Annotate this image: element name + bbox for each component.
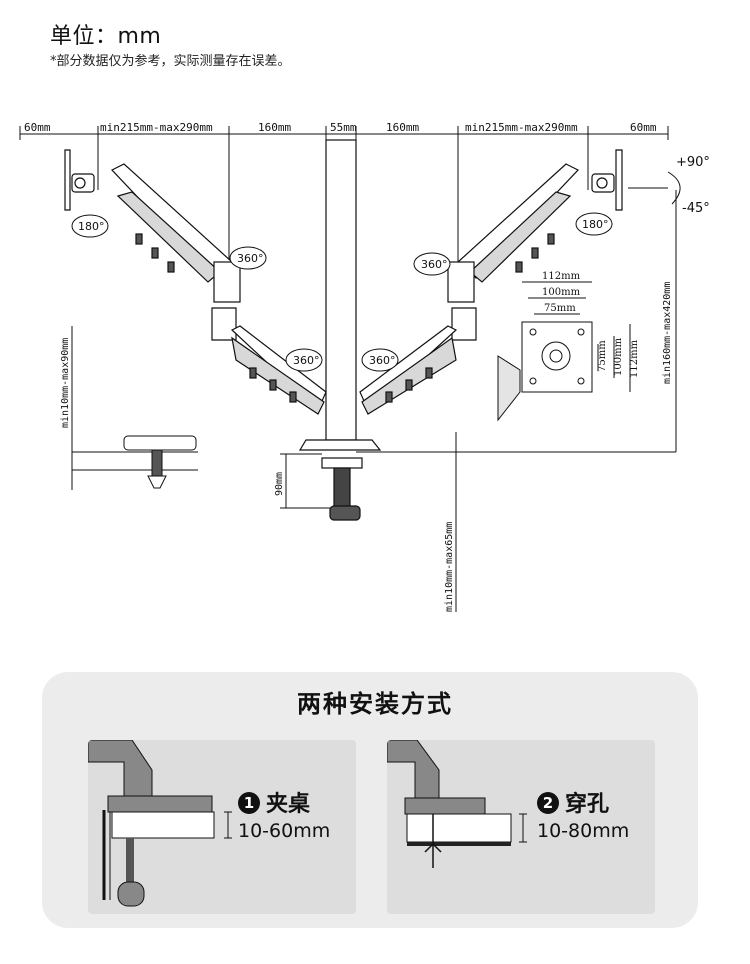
grommet-mount-label: 2 穿孔 (537, 786, 609, 818)
clamp-thickness-label: min10mm-max90mm (60, 338, 71, 428)
height-range-label: min160mm-max420mm (662, 282, 673, 384)
center-pole (298, 139, 382, 521)
mounting-panel-title: 两种安装方式 (297, 690, 453, 718)
clamp-mount-range: 10-60mm (238, 820, 331, 842)
monitor-arm-diagram: 60mm min215mm-max290mm 160mm 55mm 160mm … (19, 121, 710, 612)
vesa-100-width: 100mm (542, 287, 581, 298)
grommet-mount-range: 10-80mm (537, 820, 630, 842)
vesa-112-height: 112mm (629, 339, 640, 378)
vesa-75-width: 75mm (544, 303, 576, 314)
tilt-arc (628, 171, 681, 205)
rotate-360-lower-right-icon (361, 348, 399, 372)
grommet-thickness-label: min10mm-max65mm (444, 522, 455, 612)
label-360-upper-right: 360° (421, 258, 448, 271)
label-360-lower-left: 360° (293, 354, 320, 367)
clamp-mount-label: 1 夹桌 (238, 786, 310, 818)
dim-160mm-left: 160mm (258, 121, 291, 134)
tilt-up-label: +90° (676, 155, 710, 170)
rotate-360-lower-left-icon (285, 348, 323, 372)
vesa-plate (497, 281, 631, 422)
method-2-number: 2 (537, 792, 559, 814)
right-lower-arm (359, 307, 477, 415)
vesa-112-width: 112mm (542, 271, 581, 282)
vesa-75-height: 75mm (597, 340, 608, 372)
tilt-down-label: -45° (682, 201, 710, 216)
grommet-mount-card: 2 穿孔 10-80mm (387, 740, 655, 914)
clamp-mount-card: 1 夹桌 10-60mm (88, 740, 356, 914)
rotate-180-right-icon (575, 212, 613, 236)
dim-60mm-left: 60mm (24, 121, 51, 134)
clamp-mount-illustration (88, 740, 232, 907)
right-upper-arm (447, 149, 623, 303)
dim-55mm: 55mm (330, 121, 357, 134)
label-180-right: 180° (582, 218, 609, 231)
label-180-left: 180° (78, 220, 105, 233)
method-2-name: 穿孔 (565, 792, 610, 817)
dim-160mm-right: 160mm (386, 121, 419, 134)
unit-title: 单位：mm (50, 24, 162, 49)
dim-reach-right: min215mm-max290mm (465, 121, 578, 134)
label-360-lower-right: 360° (369, 354, 396, 367)
dim-reach-left: min215mm-max290mm (100, 121, 213, 134)
left-clamp-detail (71, 326, 198, 490)
rotation-markers (71, 212, 613, 372)
method-1-number: 1 (238, 792, 260, 814)
height-dimension-line (356, 190, 677, 453)
measurement-note: *部分数据仅为参考，实际测量存在误差。 (50, 54, 291, 69)
rotate-360-upper-left-icon (229, 246, 267, 270)
base-height-line (280, 453, 330, 509)
top-dimension-labels: 60mm min215mm-max290mm 160mm 55mm 160mm … (24, 121, 657, 134)
dim-60mm-right: 60mm (630, 121, 657, 134)
rotate-180-left-icon (71, 214, 109, 238)
grommet-mount-illustration (387, 740, 527, 868)
vesa-100-height: 100mm (613, 337, 624, 376)
label-360-upper-left: 360° (237, 252, 264, 265)
left-lower-arm (211, 307, 327, 415)
rotate-360-upper-right-icon (413, 252, 451, 276)
method-1-name: 夹桌 (266, 792, 311, 817)
left-upper-arm (64, 149, 241, 303)
base-height-label: 90mm (274, 472, 285, 496)
